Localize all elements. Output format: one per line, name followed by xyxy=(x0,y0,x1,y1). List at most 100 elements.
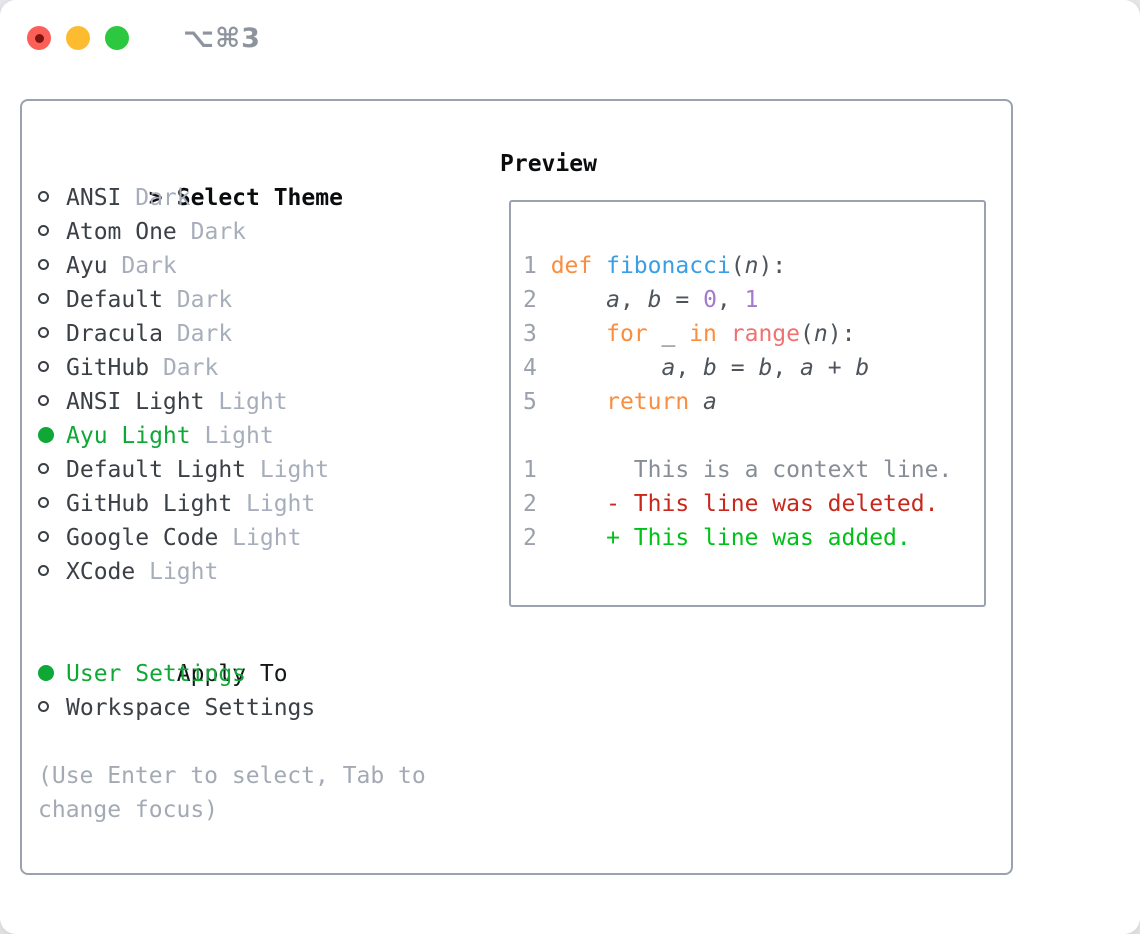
theme-option-ayu-light-light[interactable]: Ayu Light Light xyxy=(38,419,426,453)
radio-unselected-icon xyxy=(38,463,49,474)
code-token: = xyxy=(716,355,759,381)
theme-option-ayu-dark[interactable]: Ayu Dark xyxy=(38,249,426,283)
code-token xyxy=(551,389,606,415)
apply-option-workspace-settings[interactable]: Workspace Settings xyxy=(38,691,426,725)
radio-cell xyxy=(38,555,66,589)
theme-name: Default Light xyxy=(66,457,247,483)
diff-added-line: 2 + This line was added. xyxy=(523,521,984,555)
line-number: 5 xyxy=(523,389,551,415)
preview-title: Preview xyxy=(500,151,597,177)
code-token: range xyxy=(730,321,800,347)
code-token: a xyxy=(661,355,676,381)
code-token: n xyxy=(744,253,759,279)
code-token xyxy=(592,253,606,279)
help-text: (Use Enter to select, Tab to change focu… xyxy=(38,763,426,823)
radio-cell xyxy=(38,521,66,555)
theme-name: GitHub xyxy=(66,355,150,381)
radio-cell xyxy=(38,657,66,691)
radio-unselected-icon xyxy=(38,701,49,712)
theme-variant-label: Dark xyxy=(121,185,191,211)
code-line: 4 a, b = b, a + b xyxy=(523,351,984,385)
select-theme-title: Select Theme xyxy=(176,185,343,211)
zoom-button[interactable] xyxy=(105,26,129,50)
code-token: 1 xyxy=(744,287,759,313)
theme-name: XCode xyxy=(66,559,136,585)
code-token: a xyxy=(800,355,814,381)
theme-name: Ayu xyxy=(66,253,108,279)
line-number: 1 xyxy=(523,253,551,279)
code-line: 3 for _ in range(n): xyxy=(523,317,984,351)
code-token: fibonacci xyxy=(606,253,731,279)
code-token: , xyxy=(772,355,801,381)
code-token: for xyxy=(606,321,648,347)
code-token: a xyxy=(703,389,717,415)
theme-variant-label: Dark xyxy=(107,253,177,279)
theme-option-google-code-light[interactable]: Google Code Light xyxy=(38,521,426,555)
theme-name: GitHub Light xyxy=(66,491,233,517)
radio-cell xyxy=(38,691,66,725)
theme-name: Ayu Light xyxy=(66,423,191,449)
diff-deleted-line: 2 - This line was deleted. xyxy=(523,487,984,521)
theme-variant-label: Dark xyxy=(176,219,247,245)
radio-unselected-icon xyxy=(38,327,49,338)
close-dot-icon xyxy=(34,33,44,43)
theme-option-dracula-dark[interactable]: Dracula Dark xyxy=(38,317,426,351)
minimize-button[interactable] xyxy=(66,26,90,50)
line-number: 1 xyxy=(523,457,551,483)
cursor-icon: > xyxy=(148,185,163,211)
window-title-shortcut: ⌥⌘3 xyxy=(183,22,261,54)
radio-unselected-icon xyxy=(38,361,49,372)
radio-cell xyxy=(38,351,66,385)
radio-unselected-icon xyxy=(38,395,49,406)
code-token: ): xyxy=(758,253,787,279)
apply-option-label: Workspace Settings xyxy=(66,695,316,721)
theme-variant-label: Light xyxy=(246,457,330,483)
code-token: , xyxy=(675,355,704,381)
theme-option-github-dark[interactable]: GitHub Dark xyxy=(38,351,426,385)
apply-option-label: User Settings xyxy=(66,661,247,687)
apply-to-title: Apply To xyxy=(176,661,288,687)
theme-variant-label: Light xyxy=(190,423,274,449)
theme-variant-label: Light xyxy=(218,525,302,551)
code-line: 1 def fibonacci(n): xyxy=(523,249,984,283)
theme-option-atom-one-dark[interactable]: Atom One Dark xyxy=(38,215,426,249)
titlebar: ⌥⌘3 xyxy=(27,23,261,54)
radio-cell xyxy=(38,453,66,487)
theme-option-ansi-dark[interactable]: ANSI Dark xyxy=(38,181,426,215)
code-token xyxy=(551,355,662,381)
code-token: b xyxy=(855,355,870,381)
code-token xyxy=(717,321,731,347)
code-token xyxy=(551,287,606,313)
radio-unselected-icon xyxy=(38,565,49,576)
radio-cell xyxy=(38,249,66,283)
theme-option-default-light-light[interactable]: Default Light Light xyxy=(38,453,426,487)
theme-option-ansi-light-light[interactable]: ANSI Light Light xyxy=(38,385,426,419)
theme-name: Dracula xyxy=(66,321,163,347)
radio-cell xyxy=(38,181,66,215)
theme-option-xcode-light[interactable]: XCode Light xyxy=(38,555,426,589)
code-token: , xyxy=(716,287,745,313)
select-theme-header[interactable]: > Select Theme xyxy=(38,147,426,211)
close-button[interactable] xyxy=(27,26,51,50)
line-number: 2 xyxy=(523,525,551,551)
theme-option-github-light-light[interactable]: GitHub Light Light xyxy=(38,487,426,521)
code-token: b xyxy=(758,355,773,381)
theme-name: Atom One xyxy=(66,219,177,245)
radio-cell xyxy=(38,487,66,521)
line-number: 2 xyxy=(523,287,551,313)
theme-option-default-dark[interactable]: Default Dark xyxy=(38,283,426,317)
radio-unselected-icon xyxy=(38,259,49,270)
code-token: ): xyxy=(827,321,856,347)
code-token: = xyxy=(661,287,704,313)
radio-unselected-icon xyxy=(38,497,49,508)
diff-context-line: 1 This is a context line. xyxy=(523,453,984,487)
apply-option-user-settings[interactable]: User Settings xyxy=(38,657,426,691)
code-line: 5 return a xyxy=(523,385,984,419)
code-line: 2 a, b = 0, 1 xyxy=(523,283,984,317)
code-token: ( xyxy=(800,321,814,347)
